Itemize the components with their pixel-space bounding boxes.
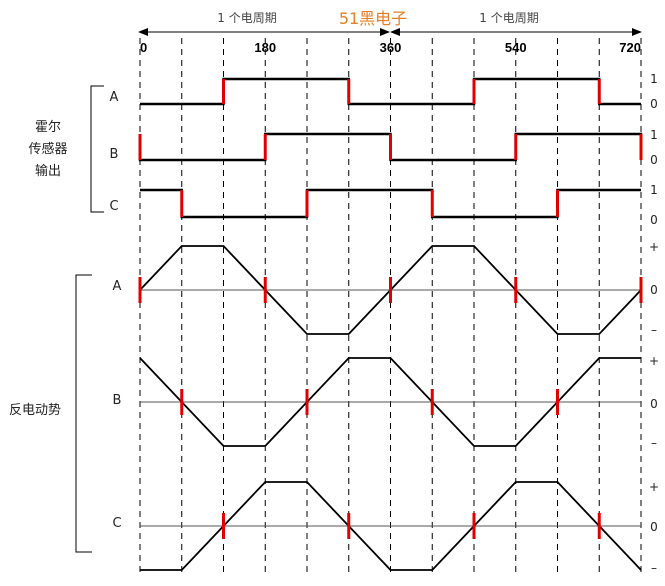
bemf-a-label: A <box>113 279 122 294</box>
hall-b-high-label: 1 <box>650 128 658 142</box>
bemf-group-bracket <box>75 274 92 553</box>
hall-b-low-label: 0 <box>650 153 658 167</box>
bemf-b-minus-label: – <box>651 436 657 450</box>
bemf-a-zero-label: 0 <box>650 283 658 297</box>
angle-label-540: 540 <box>505 40 527 55</box>
bemf-c-minus-label: – <box>651 561 657 575</box>
angle-label-360: 360 <box>380 40 402 55</box>
hall-b-label: B <box>110 147 119 162</box>
bemf-a-plus-label: + <box>649 240 659 254</box>
hall-a-low-label: 0 <box>650 97 658 111</box>
bemf-a-minus-label: – <box>651 323 657 337</box>
angle-label-0: 0 <box>140 40 147 55</box>
bemf-b-zero-label: 0 <box>650 397 658 411</box>
period-arrows <box>138 28 642 36</box>
bemf-b-plus-label: + <box>649 354 659 368</box>
watermark-text: 51黑电子 <box>339 9 407 28</box>
period-label-right: 1 个电周期 <box>479 11 538 25</box>
angle-label-720: 720 <box>619 40 641 55</box>
bemf-c-plus-label: + <box>649 480 659 494</box>
bemf-c-label: C <box>112 516 121 531</box>
bemf-group-label: 反电动势 <box>9 402 61 418</box>
hall-group-label-line2: 传感器 <box>28 141 67 157</box>
hall-group-label-line1: 霍尔 <box>35 120 61 135</box>
bemf-b-label: B <box>113 393 122 408</box>
bemf-c-waveform <box>140 481 642 571</box>
hall-c-low-label: 0 <box>650 213 658 227</box>
period-label-left: 1 个电周期 <box>217 11 276 25</box>
hall-c-high-label: 1 <box>650 183 658 197</box>
bemf-c-zero-label: 0 <box>650 520 658 534</box>
edge-markers <box>138 79 643 539</box>
angle-label-180: 180 <box>254 40 276 55</box>
hall-a-high-label: 1 <box>650 72 658 86</box>
angle-gridlines <box>139 38 642 576</box>
hall-group-bracket <box>90 85 104 213</box>
bemf-b-waveform <box>139 357 641 447</box>
hall-c-label: C <box>109 199 118 214</box>
hall-group-label-line3: 输出 <box>35 163 61 179</box>
hall-a-label: A <box>110 90 119 105</box>
angle-labels: 0 180 360 540 720 <box>140 40 641 55</box>
